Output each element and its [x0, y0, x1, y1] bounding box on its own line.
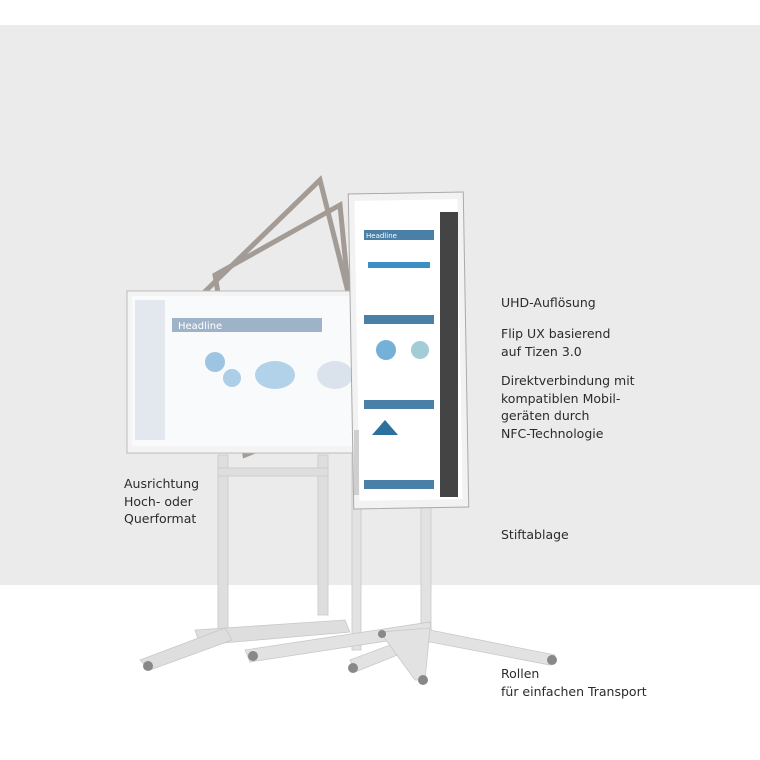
label-flip-ux: Flip UX basierend auf Tizen 3.0	[501, 325, 610, 360]
label-uhd: UHD-Auflösung	[501, 294, 596, 312]
label-line: Stiftablage	[501, 527, 569, 542]
label-line: Flip UX basierend	[501, 326, 611, 341]
label-line: auf Tizen 3.0	[501, 343, 582, 359]
label-line: Rollen	[501, 666, 540, 681]
rear-stand	[139, 454, 351, 671]
label-line: UHD-Auflösung	[501, 295, 596, 310]
label-line: kompatiblen Mobil-	[501, 390, 621, 406]
label-line: Querformat	[124, 511, 197, 526]
label-line: für einfachen Transport	[501, 683, 647, 699]
label-orientation: Ausrichtung Hoch- oder Querformat	[124, 475, 199, 528]
label-pen-tray: Stiftablage	[501, 526, 569, 544]
pen-tray	[354, 430, 359, 495]
label-line: Direktverbindung mit	[501, 373, 635, 388]
landscape-headline: Headline	[178, 321, 222, 332]
label-line: Hoch- oder	[124, 493, 193, 509]
label-nfc: Direktverbindung mit kompatiblen Mobil- …	[501, 372, 635, 442]
portrait-screen: Headline	[347, 191, 470, 510]
portrait-headline: Headline	[366, 232, 397, 240]
label-line: NFC-Technologie	[501, 425, 604, 441]
label-line: Ausrichtung	[124, 476, 200, 491]
landscape-screen: Headline	[126, 290, 363, 454]
front-stand	[244, 419, 556, 681]
label-line: geräten durch	[501, 408, 590, 423]
wheels	[143, 630, 557, 685]
label-wheels: Rollen für einfachen Transport	[501, 665, 647, 700]
